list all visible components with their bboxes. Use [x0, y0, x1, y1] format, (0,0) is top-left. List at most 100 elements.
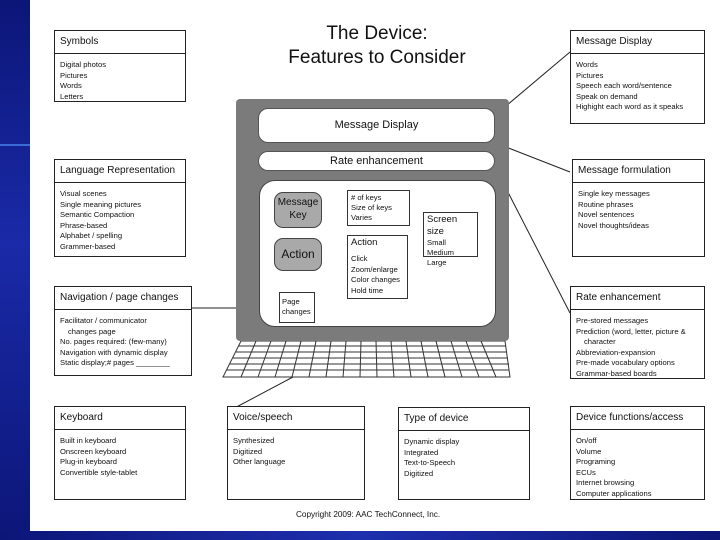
device-functions-box: Device functions/access On/off Volume Pr…: [570, 406, 705, 500]
voice-title: Voice/speech: [228, 407, 364, 430]
language-item: Grammer-based: [60, 241, 116, 251]
language-item: Phrase-based: [60, 220, 108, 230]
functions-item: Volume: [576, 446, 602, 456]
symbols-item: Words: [60, 81, 82, 90]
navigation-box: Navigation / page changes Facilitator / …: [54, 286, 192, 376]
type-of-device-box: Type of device Dynamic display Integrate…: [398, 407, 530, 500]
message-display-title: Message Display: [571, 31, 704, 54]
keys-info-item: Varies: [351, 213, 372, 222]
navigation-item: changes page: [68, 326, 116, 336]
keyboard-grid: [222, 340, 511, 378]
voice-item: Digitized: [233, 446, 263, 456]
screen-size-item: Small: [427, 238, 446, 247]
language-item: Semantic Compaction: [60, 210, 135, 219]
sidebar-accent-line: [0, 144, 30, 146]
bottom-band: [0, 531, 720, 540]
keyboard-box: Keyboard Built in keyboard Onscreen keyb…: [54, 406, 186, 500]
rate-title: Rate enhancement: [571, 287, 704, 310]
message-key-button: Message Key: [274, 192, 322, 228]
message-display-item: Speak on demand: [576, 91, 638, 101]
diagram-title: The Device: Features to Consider: [262, 22, 492, 70]
message-key-line-2: Key: [289, 210, 307, 221]
functions-title: Device functions/access: [571, 407, 704, 430]
page-changes-line-1: Page: [282, 297, 300, 306]
title-line-1: The Device:: [326, 23, 428, 44]
type-item: Dynamic display: [404, 437, 460, 446]
type-item: Integrated: [404, 447, 439, 457]
keys-info-item: Size of keys: [351, 203, 392, 212]
language-title: Language Representation: [55, 160, 185, 183]
rate-item: Grammar-based boards: [576, 368, 657, 378]
keyboard-item: Convertible style-tablet: [60, 467, 138, 477]
keys-info-item: # of keys: [351, 193, 382, 202]
keys-info-box: # of keys Size of keys Varies: [347, 190, 410, 226]
functions-item: On/off: [576, 436, 597, 445]
keyboard-item: Onscreen keyboard: [60, 446, 127, 456]
title-line-2: Features to Consider: [288, 47, 466, 68]
screen-size-item: Large: [427, 258, 447, 267]
action-info-item: Click: [351, 254, 368, 263]
rate-item: character: [584, 337, 616, 346]
message-key-line-1: Message: [277, 197, 319, 208]
page-changes-box: Page changes: [279, 292, 315, 323]
message-formulation-item: Routine phrases: [578, 199, 634, 209]
rate-enhancement-bar: Rate enhancement: [258, 151, 495, 171]
symbols-item: Letters: [60, 91, 84, 101]
screen-size-item: Medium: [427, 248, 455, 257]
navigation-item: Navigation with dynamic display: [60, 347, 168, 357]
type-item: Digitized: [404, 468, 434, 478]
navigation-item: No. pages required: (few-many): [60, 337, 167, 346]
symbols-box: Symbols Digital photos Pictures Words Le…: [54, 30, 186, 102]
action-info-item: Zoom/enlarge: [351, 264, 398, 274]
language-item: Visual scenes: [60, 189, 107, 198]
screen-size-title: Screen size: [427, 214, 458, 237]
functions-item: Internet browsing: [576, 478, 635, 487]
functions-item: Computer applications: [576, 488, 652, 498]
message-display-bar: Message Display: [258, 108, 495, 143]
keyboard-item: Plug-in keyboard: [60, 457, 117, 466]
keyboard-title: Keyboard: [55, 407, 185, 430]
message-display-box: Message Display Words Pictures Speech ea…: [570, 30, 705, 124]
voice-speech-box: Voice/speech Synthesized Digitized Other…: [227, 406, 365, 500]
rate-enhancement-box: Rate enhancement Pre-stored messages Pre…: [570, 286, 705, 379]
message-display-item: Words: [576, 60, 598, 69]
action-button: Action: [274, 238, 322, 271]
navigation-item: Facilitator / communicator: [60, 316, 147, 325]
message-display-item: Highight each word as it speaks: [576, 102, 684, 111]
language-item: Single meaning pictures: [60, 199, 142, 209]
screen-size-box: Screen size Small Medium Large: [423, 212, 478, 267]
message-formulation-item: Novel sentences: [578, 210, 635, 219]
rate-item: Pre-made vocabulary options: [576, 358, 675, 367]
type-title: Type of device: [399, 408, 529, 431]
message-formulation-title: Message formulation: [573, 160, 704, 183]
rate-item: Prediction (word, letter, picture &: [576, 326, 686, 336]
symbols-item: Digital photos: [60, 60, 107, 69]
page-changes-line-2: changes: [282, 307, 311, 316]
symbols-title: Symbols: [55, 31, 185, 54]
rate-item: Pre-stored messages: [576, 316, 649, 325]
keyboard-item: Built in keyboard: [60, 436, 117, 445]
message-display-item: Speech each word/sentence: [576, 81, 672, 90]
navigation-item: Static display;# pages ________: [60, 358, 170, 367]
rate-item: Abbreviation-expansion: [576, 347, 656, 357]
message-formulation-item: Novel thoughts/ideas: [578, 220, 649, 230]
navigation-title: Navigation / page changes: [55, 287, 191, 310]
message-formulation-item: Single key messages: [578, 189, 650, 198]
copyright-text: Copyright 2009: AAC TechConnect, Inc.: [296, 510, 441, 519]
functions-item: Programing: [576, 457, 616, 466]
functions-item: ECUs: [576, 467, 596, 477]
voice-item: Synthesized: [233, 436, 275, 445]
action-info-item: Color changes: [351, 275, 400, 284]
message-formulation-box: Message formulation Single key messages …: [572, 159, 705, 257]
voice-item: Other language: [233, 457, 286, 466]
message-display-item: Pictures: [576, 70, 604, 80]
language-representation-box: Language Representation Visual scenes Si…: [54, 159, 186, 257]
action-info-box: Action Click Zoom/enlarge Color changes …: [347, 235, 408, 299]
symbols-item: Pictures: [60, 70, 88, 80]
left-sidebar-band: [0, 0, 30, 540]
type-item: Text-to-Speech: [404, 458, 456, 467]
action-info-title: Action: [351, 237, 378, 248]
language-item: Alphabet / spelling: [60, 231, 123, 240]
action-info-item: Hold time: [351, 285, 384, 295]
